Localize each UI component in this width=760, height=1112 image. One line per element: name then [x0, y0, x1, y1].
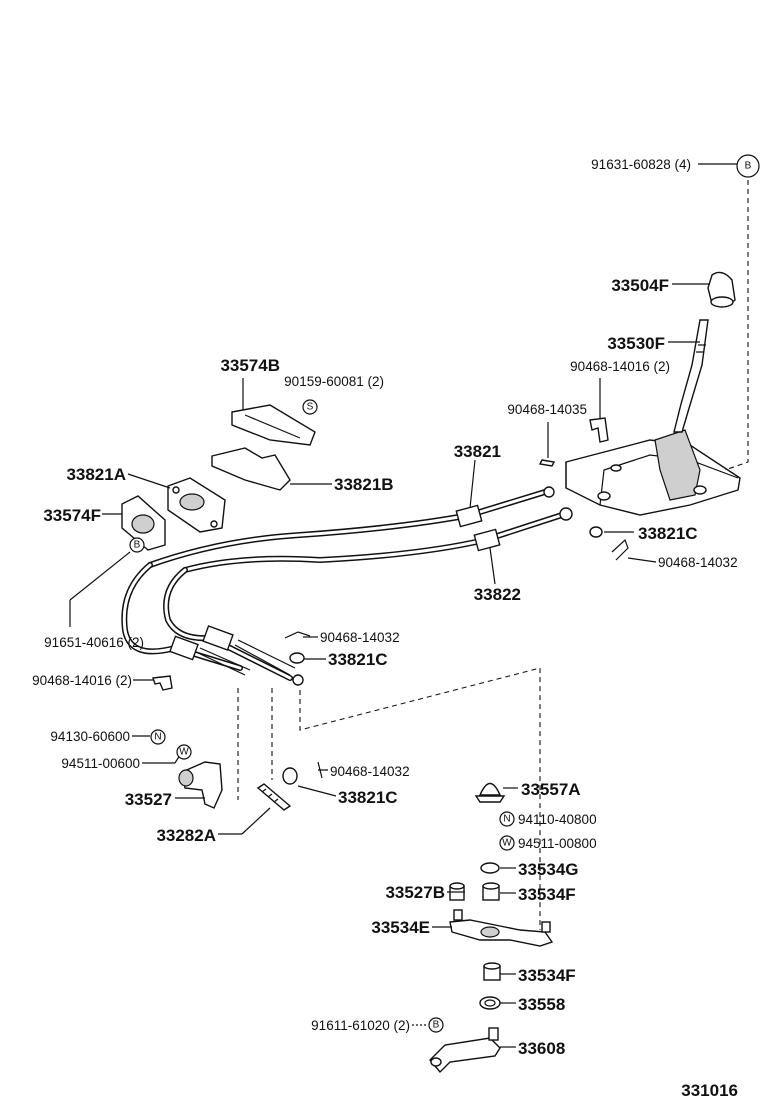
pin-33282A [256, 783, 292, 811]
leader-lines [69, 163, 737, 1048]
label-33574F: 33574F [43, 506, 101, 525]
bushing-33534F-b [483, 962, 501, 981]
label-94130-60600: 94130-60600 [50, 729, 130, 744]
label-91651-40616: 91651-40616 (2) [44, 635, 144, 650]
svg-text:N: N [154, 732, 161, 743]
label-33821C-low: 33821C [338, 788, 398, 807]
arm-33608 [429, 1027, 501, 1074]
svg-text:W: W [179, 747, 189, 758]
bushing-33534F-a [482, 882, 500, 901]
boot-33557A [474, 782, 506, 803]
bushing-33527B [449, 882, 465, 901]
label-90468-14032-right: 90468-14032 [658, 555, 738, 570]
washer-33821C-low [282, 767, 298, 785]
marker-b-bottom: B [428, 1017, 444, 1033]
label-33574B: 33574B [220, 356, 280, 375]
svg-text:B: B [745, 161, 752, 172]
ring-33558 [479, 996, 501, 1010]
part-labels: 91631-60828 (4) 33504F 33530F 90468-1401… [32, 157, 738, 1100]
label-33822: 33822 [474, 585, 521, 604]
figure-number: 331016 [681, 1081, 738, 1100]
label-33534F-b: 33534F [518, 966, 576, 985]
marker-n-1: N [150, 729, 166, 745]
marker-n-2: N [499, 811, 515, 827]
clip-90468-14016-top [589, 417, 609, 443]
label-90468-14032-low: 90468-14032 [330, 764, 410, 779]
label-33821B: 33821B [334, 475, 394, 494]
label-90468-14035: 90468-14035 [507, 402, 587, 417]
label-94511-00600: 94511-00600 [61, 756, 140, 771]
label-33527B: 33527B [385, 883, 445, 902]
label-90159-60081: 90159-60081 (2) [284, 374, 384, 389]
washer-33534G [480, 862, 500, 874]
svg-text:W: W [502, 838, 512, 849]
label-33534F-a: 33534F [518, 885, 576, 904]
clip-90468-14032-low [317, 761, 328, 779]
washer-33821C-mid [289, 652, 305, 664]
lever-33534E [449, 909, 554, 947]
label-90468-14032-mid: 90468-14032 [320, 630, 400, 645]
marker-b-left: B [129, 537, 145, 553]
lever-33527 [178, 761, 223, 809]
svg-text:B: B [134, 540, 141, 551]
label-90468-14016-top: 90468-14016 (2) [570, 359, 670, 374]
marker-b-top: B [736, 154, 760, 178]
svg-text:N: N [503, 814, 510, 825]
label-33821: 33821 [454, 442, 501, 461]
label-33557A: 33557A [521, 780, 581, 799]
label-91611-61020: 91611-61020 (2) [311, 1018, 410, 1033]
marker-s: S [302, 399, 318, 415]
label-33534E: 33534E [371, 918, 430, 937]
retainer-33574B [231, 404, 316, 446]
label-90468-14016-left: 90468-14016 (2) [32, 673, 132, 688]
clip-90468-14016-left [152, 675, 173, 691]
retainer-33574F [121, 495, 166, 551]
clip-90468-14035 [538, 459, 556, 467]
label-33527: 33527 [125, 790, 172, 809]
grommet-33821A [167, 477, 226, 533]
label-33504F: 33504F [611, 276, 669, 295]
washer-33821C-right [589, 526, 603, 538]
label-33608: 33608 [518, 1039, 565, 1058]
shift-lever-assembly [565, 180, 749, 516]
label-94110-40800: 94110-40800 [518, 812, 597, 827]
label-33530F: 33530F [607, 334, 665, 353]
clip-90468-14032-mid [284, 631, 311, 639]
label-33282A: 33282A [156, 826, 216, 845]
marker-w-2: W [499, 835, 515, 851]
dashed-guide-left [237, 667, 541, 930]
svg-text:S: S [307, 402, 314, 413]
cable-33822 [163, 507, 573, 686]
cable-33821 [121, 486, 555, 676]
plate-33821B [211, 447, 291, 491]
clip-90468-14032-right [611, 538, 629, 561]
svg-text:B: B [433, 1020, 440, 1031]
label-33558: 33558 [518, 995, 565, 1014]
marker-w-1: W [176, 744, 192, 760]
label-91631-60828: 91631-60828 (4) [591, 157, 691, 172]
label-94511-00800: 94511-00800 [518, 836, 597, 851]
label-33821A: 33821A [66, 465, 126, 484]
label-33534G: 33534G [518, 860, 579, 879]
label-33821C-mid: 33821C [328, 650, 388, 669]
label-33821C-right: 33821C [638, 524, 698, 543]
